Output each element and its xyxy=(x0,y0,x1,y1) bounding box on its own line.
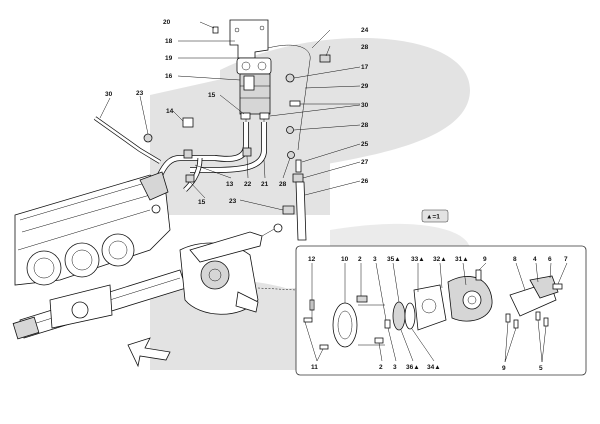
detail-callout-12: 12 xyxy=(308,256,316,263)
callout-29: 29 xyxy=(361,83,369,90)
bracket-23a xyxy=(143,133,153,143)
detail-callout-4: 4 xyxy=(533,256,537,263)
callout-28b: 28 xyxy=(361,122,369,129)
reservoir-body xyxy=(239,73,271,115)
detail-callout-31: 31▲ xyxy=(455,256,469,263)
hose-clamp-30 xyxy=(259,112,270,120)
callout-14: 14 xyxy=(166,108,174,115)
legend-text: ▲=1 xyxy=(426,214,440,221)
callout-26: 26 xyxy=(361,178,369,185)
hose-assembly xyxy=(143,117,267,192)
detail-callout-10: 10 xyxy=(341,256,349,263)
callout-13: 13 xyxy=(226,181,234,188)
detail-callout-34: 34▲ xyxy=(427,364,441,371)
callout-17: 17 xyxy=(361,64,369,71)
clip-28b xyxy=(286,126,294,134)
detail-callout-2: 2 xyxy=(358,256,362,263)
detail-callout-33: 33▲ xyxy=(411,256,425,263)
detail-callout-32: 32▲ xyxy=(433,256,447,263)
detail-callout-36: 36▲ xyxy=(406,364,420,371)
leader-lines xyxy=(99,21,361,211)
callout-28a: 28 xyxy=(361,44,369,51)
detail-callout-7: 7 xyxy=(564,256,568,263)
screw-20 xyxy=(212,26,219,34)
hose-26 xyxy=(295,181,307,241)
clip-23b xyxy=(282,205,295,215)
detail-callout-9: 9 xyxy=(483,256,487,263)
detail-callout-8: 8 xyxy=(513,256,517,263)
callout-15b: 15 xyxy=(198,199,206,206)
callout-23b: 23 xyxy=(229,198,237,205)
clip-17 xyxy=(285,73,295,83)
detail-callout-2b: 2 xyxy=(379,364,383,371)
mounting-bracket xyxy=(229,19,269,59)
callout-30b: 30 xyxy=(105,91,113,98)
callout-24: 24 xyxy=(361,27,369,34)
legend-box: ▲=1 xyxy=(421,209,449,223)
reservoir-assembly xyxy=(212,19,272,122)
callout-28c: 28 xyxy=(279,181,287,188)
callout-20: 20 xyxy=(163,19,171,26)
callout-19: 19 xyxy=(165,55,173,62)
detail-leader-lines xyxy=(304,262,568,363)
clamp-27 xyxy=(292,173,304,183)
engine-block xyxy=(14,171,171,286)
fitting-25 xyxy=(295,159,302,173)
clip-28c xyxy=(287,151,295,159)
steering-rack xyxy=(12,223,283,340)
callout-27: 27 xyxy=(361,159,369,166)
grommet-28a xyxy=(319,54,331,63)
detail-callout-35: 35▲ xyxy=(387,256,401,263)
detail-callout-3b: 3 xyxy=(393,364,397,371)
detail-callout-5: 5 xyxy=(539,365,543,372)
detail-callout-3: 3 xyxy=(373,256,377,263)
callout-16: 16 xyxy=(165,73,173,80)
callout-18: 18 xyxy=(165,38,173,45)
clamp-22 xyxy=(242,147,252,157)
orientation-arrow-left xyxy=(127,337,171,368)
clamp-15b xyxy=(185,174,195,183)
callout-21: 21 xyxy=(261,181,269,188)
screw-29 xyxy=(289,100,301,107)
callout-22: 22 xyxy=(244,181,252,188)
detail-callout-6: 6 xyxy=(548,256,552,263)
hose-clamp-15 xyxy=(240,112,251,120)
clip-14 xyxy=(182,117,194,128)
callout-25: 25 xyxy=(361,141,369,148)
pump-detail-parts xyxy=(303,269,563,350)
callout-30a: 30 xyxy=(361,102,369,109)
callout-23a: 23 xyxy=(136,90,144,97)
breather-line xyxy=(267,44,311,151)
detail-leader xyxy=(257,287,297,291)
detail-callout-11: 11 xyxy=(311,364,318,371)
detail-callout-9b: 9 xyxy=(502,365,506,372)
callout-15a: 15 xyxy=(208,92,216,99)
